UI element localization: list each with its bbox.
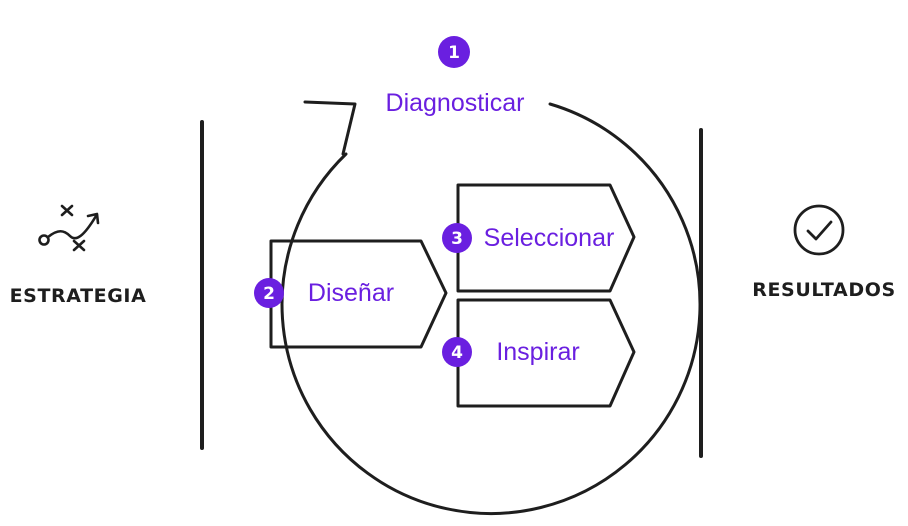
step-shape	[456, 298, 636, 408]
step-diagnosticar: 1 Diagnosticar	[386, 36, 525, 117]
step-label: Diseñar	[308, 279, 394, 307]
step-badge	[254, 278, 284, 308]
step-badge-number: 3	[451, 229, 463, 249]
step-badge-number: 2	[263, 284, 275, 304]
step-badge-number: 4	[451, 343, 463, 363]
cycle-arrow-head	[303, 100, 357, 156]
step-seleccionar: 3 Seleccionar	[442, 183, 636, 293]
step-label: Inspirar	[496, 338, 579, 366]
left-label: ESTRATEGIA	[10, 285, 147, 307]
step-shape	[456, 183, 636, 293]
step-badge	[442, 337, 472, 367]
step-badge-number: 1	[448, 43, 460, 63]
right-label: RESULTADOS	[752, 279, 895, 301]
step-badge	[442, 223, 472, 253]
step-shape	[269, 239, 448, 349]
step-label: Diagnosticar	[386, 89, 525, 117]
step-label: Seleccionar	[484, 224, 615, 252]
step-inspirar: 4 Inspirar	[442, 298, 636, 408]
strategy-play-icon	[38, 204, 100, 252]
cycle-circle	[280, 102, 702, 515]
check-circle-icon	[793, 204, 845, 256]
step-badge	[438, 36, 470, 68]
step-disenar: 2 Diseñar	[254, 239, 448, 349]
